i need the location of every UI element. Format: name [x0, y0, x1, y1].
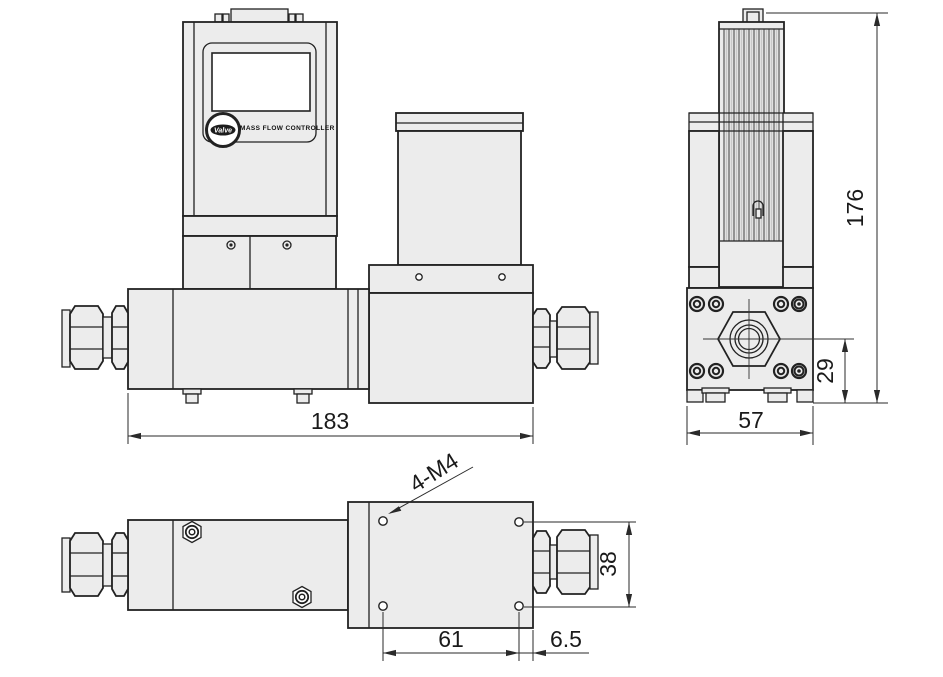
outlet-fitting	[532, 306, 599, 370]
display-base	[182, 215, 338, 290]
heatsink-ribs	[719, 29, 784, 242]
dim-hole-edge-offset: 6.5	[519, 626, 589, 661]
front-view: Valve MASS FLOW CONTROLLER	[61, 8, 599, 444]
dim-port-center-height: 29	[812, 339, 849, 403]
dsub-connector-front	[214, 8, 304, 23]
cable-clip	[752, 200, 764, 219]
bottom-body	[127, 519, 349, 611]
inlet-fitting	[61, 305, 129, 370]
dim-hole-edge-offset-value: 6.5	[550, 626, 582, 652]
side-face	[686, 287, 854, 391]
mounting-hole	[378, 516, 388, 526]
outlet-fitting-bottom	[532, 529, 599, 595]
mounting-hole	[378, 601, 388, 611]
product-label: MASS FLOW CONTROLLER	[240, 125, 335, 132]
display-screen	[211, 52, 311, 112]
dim-overall-width: 183	[127, 393, 534, 444]
dim-port-center-height-value: 29	[812, 358, 838, 384]
valve-block	[368, 264, 534, 404]
dsub-connector-side	[742, 8, 764, 24]
dim-overall-width-value: 183	[311, 408, 349, 434]
mounting-plate	[347, 501, 534, 629]
dim-side-width: 57	[686, 406, 814, 445]
dim-side-width-value: 57	[738, 407, 764, 433]
bolt-icon	[688, 295, 808, 380]
side-base-block	[688, 130, 814, 289]
inlet-fitting-bottom	[61, 532, 129, 597]
hex-screw-icon	[182, 520, 202, 544]
dim-hole-pitch-y-value: 38	[595, 551, 621, 577]
side-view: 176 29 57	[686, 8, 888, 445]
valve-actuator	[395, 112, 524, 266]
dim-hole-pitch-x-value: 61	[438, 626, 464, 652]
brand-logo: Valve	[205, 112, 241, 148]
ribbed-tower	[718, 21, 785, 288]
port-hex-fitting	[703, 299, 854, 379]
dim-overall-height-value: 176	[842, 189, 868, 227]
dim-overall-height: 176	[766, 12, 888, 404]
hex-screw-icon	[292, 585, 312, 609]
annotation-mounting-holes-text: 4-M4	[405, 447, 463, 497]
bottom-port	[182, 388, 313, 404]
flow-body	[127, 288, 370, 404]
dim-hole-pitch-y: 38	[524, 521, 636, 608]
mounting-hole	[514, 517, 524, 527]
side-bottom-ports	[686, 387, 814, 403]
bottom-view: 4-M4	[61, 447, 636, 661]
display-housing: Valve MASS FLOW CONTROLLER	[182, 21, 338, 217]
dim-hole-pitch-x: 61	[382, 612, 520, 661]
mounting-hole	[514, 601, 524, 611]
logo-text: Valve	[214, 128, 232, 135]
screw-icon	[226, 240, 292, 250]
